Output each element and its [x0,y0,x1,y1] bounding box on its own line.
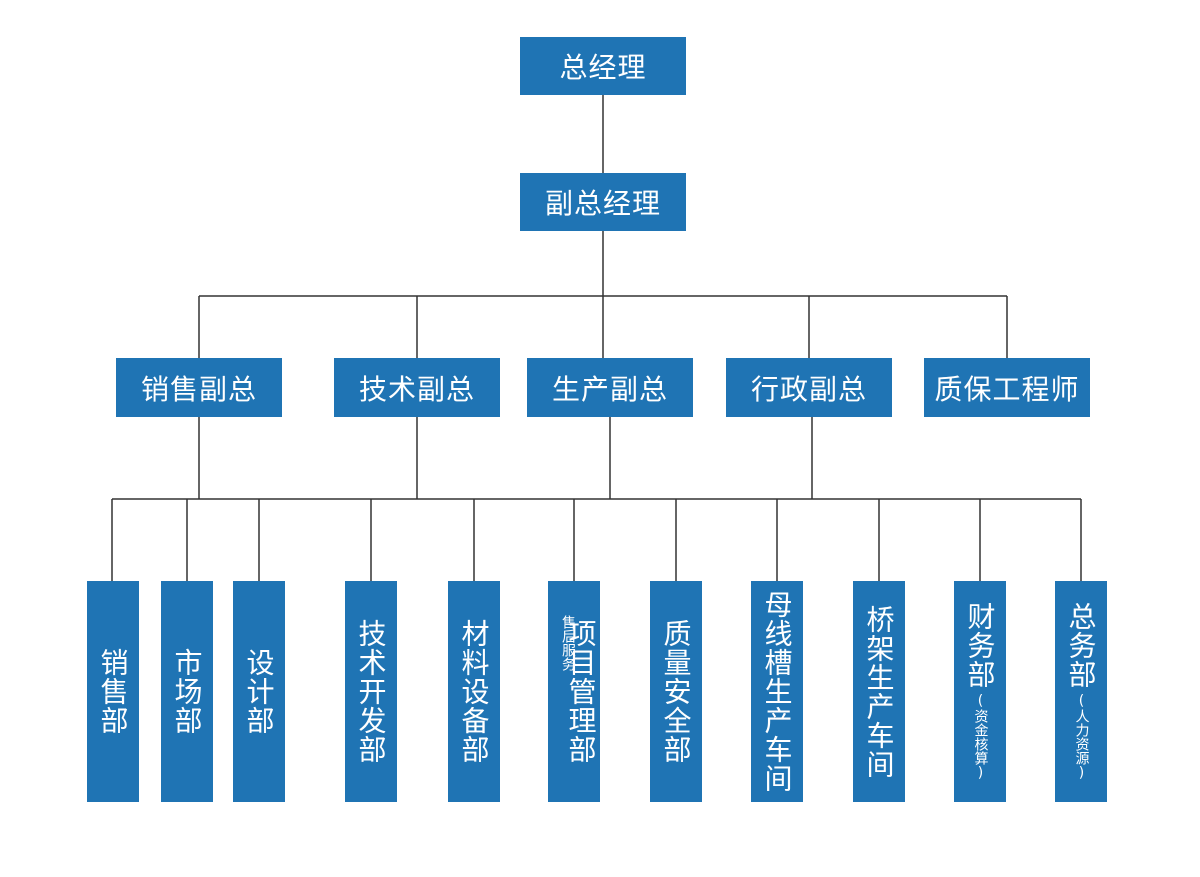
dept-box-tech-dev: 技术开发部 [345,581,397,802]
vp-box-production: 生产副总 [527,358,693,417]
vp-box-qa-engineer: 质保工程师 [924,358,1090,417]
ceo-label: 总经理 [559,51,647,84]
dept-note: (资金核算) [972,693,989,781]
vp-label: 销售副总 [140,372,257,406]
vp-label: 质保工程师 [934,372,1080,406]
dept-label: 项目管理部 [564,619,598,764]
dept-label: 财务部 [963,602,997,689]
ceo-box: 总经理 [520,37,686,95]
dept-box-sales: 销售部 [87,581,139,802]
dept-label: 设计部 [242,648,276,735]
dept-label: 质量安全部 [659,619,693,764]
dept-box-design: 设计部 [233,581,285,802]
dept-label: 总务部 [1064,602,1098,689]
dept-label: 市场部 [170,648,204,735]
vp-label: 技术副总 [358,372,475,406]
dept-box-marketing: 市场部 [161,581,213,802]
vp-box-sales: 销售副总 [116,358,282,417]
deputy-label: 副总经理 [544,187,661,220]
dept-label: 桥架生产车间 [862,604,896,779]
vp-label: 生产副总 [551,372,668,406]
vp-box-tech: 技术副总 [334,358,500,417]
vp-box-admin: 行政副总 [726,358,892,417]
dept-box-quality-safety: 质量安全部 [650,581,702,802]
dept-label: 材料设备部 [457,619,491,764]
dept-box-busway-workshop: 母线槽生产车间 [751,581,803,802]
dept-note: 售后服务 [560,615,576,671]
dept-label: 销售部 [96,648,130,735]
dept-label: 技术开发部 [354,619,388,764]
dept-box-project-mgmt: 售后服务 项目管理部 [548,581,600,802]
dept-box-materials: 材料设备部 [448,581,500,802]
dept-box-tray-workshop: 桥架生产车间 [853,581,905,802]
dept-box-finance: 财务部 (资金核算) [954,581,1006,802]
vp-label: 行政副总 [750,372,867,406]
dept-note: (人力资源) [1073,693,1090,781]
dept-box-general-affairs: 总务部 (人力资源) [1055,581,1107,802]
dept-label: 母线槽生产车间 [760,590,794,793]
deputy-box: 副总经理 [520,173,686,231]
